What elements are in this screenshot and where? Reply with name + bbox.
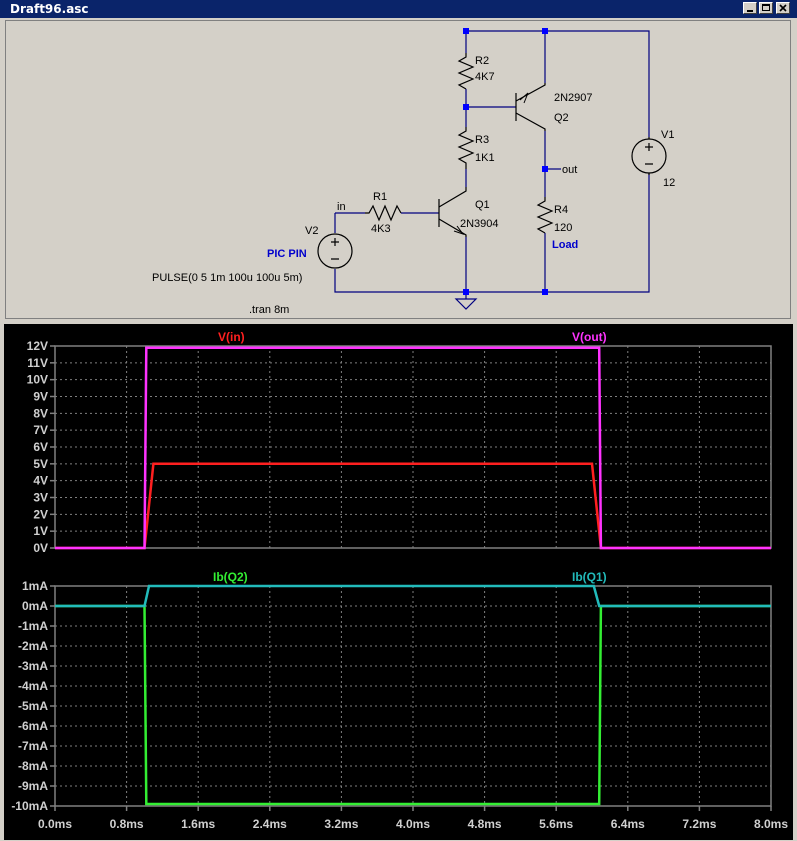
y-tick-label: 0mA [22,599,48,613]
schematic-pane[interactable]: R2 4K7 R3 1K1 R1 4K3 R4 120 Q1 2N3904 2N… [5,20,791,319]
y-tick-label: 12V [27,339,48,353]
y-tick-label: -8mA [18,759,48,773]
x-tick-label: 3.2ms [324,817,358,831]
node-in-label: in [337,201,346,213]
r1-ref-label: R1 [373,191,387,203]
y-tick-label: 9V [33,390,48,404]
y-tick-label: 1mA [22,579,48,593]
time-axis-labels: 0.0ms 0.8ms 1.6ms 2.4ms 3.2ms 4.0ms 4.8ms 5.6ms… [38,806,788,831]
waveform-canvas[interactable]: 12V 11V 10V 9V 8V 7V 6V 5V 4V 3V 2V 1V 0V 1mA 0mA -1mA… [4,324,793,840]
x-tick-label: 5.6ms [539,817,573,831]
y-tick-label: 5V [33,457,48,471]
y-tick-label: 7V [33,423,48,437]
y-tick-label: 2V [33,507,48,521]
minimize-icon [747,10,753,12]
trace-v-out[interactable] [55,346,771,550]
y-tick-label: -7mA [18,739,48,753]
pic-pin-note: PIC PIN [267,248,307,260]
node-out-label: out [562,164,577,176]
q2-model-label: 2N2907 [554,92,593,104]
r1-value-label: 4K3 [371,223,391,235]
y-tick-label: -10mA [11,799,48,813]
r2-ref-label: R2 [475,55,489,67]
load-note: Load [552,239,578,251]
x-tick-label: 0.8ms [110,817,144,831]
resistor-r3[interactable] [457,127,475,169]
y-tick-label: 3V [33,491,48,505]
legend-v-out[interactable]: V(out) [572,330,607,344]
legend-ib-q1[interactable]: Ib(Q1) [572,570,607,584]
v1-ref-label: V1 [661,129,674,141]
y-tick-label: 4V [33,474,48,488]
transistor-q2[interactable] [515,83,546,131]
voltage-axis-labels: 12V 11V 10V 9V 8V 7V 6V 5V 4V 3V 2V 1V 0V [27,339,48,555]
v1-value-label: 12 [663,177,675,189]
v2-pulse-label: PULSE(0 5 1m 100u 100u 5m) [152,272,302,284]
y-tick-label: -6mA [18,719,48,733]
x-tick-label: 1.6ms [181,817,215,831]
voltage-source-v2[interactable] [317,233,353,269]
voltage-traces [55,346,771,550]
y-tick-label: -9mA [18,779,48,793]
schematic-canvas[interactable]: R2 4K7 R3 1K1 R1 4K3 R4 120 Q1 2N3904 2N… [6,21,792,320]
current-plot-grid [50,585,772,807]
current-axis-labels: 1mA 0mA -1mA -2mA -3mA -4mA -5mA -6mA -7mA -8mA -9… [11,579,48,813]
y-tick-label: -1mA [18,619,48,633]
y-tick-label: 8V [33,406,48,420]
current-traces [55,584,771,806]
waveform-pane[interactable]: 12V 11V 10V 9V 8V 7V 6V 5V 4V 3V 2V 1V 0V 1mA 0mA -1mA… [4,324,793,840]
y-tick-label: -5mA [18,699,48,713]
voltage-source-v1[interactable] [631,137,667,175]
r4-value-label: 120 [554,222,572,234]
junctions [463,28,548,295]
y-tick-label: -2mA [18,639,48,653]
r2-value-label: 4K7 [475,71,495,83]
wires [334,30,650,299]
legend-v-in[interactable]: V(in) [218,330,245,344]
x-tick-label: 6.4ms [611,817,645,831]
y-tick-label: -3mA [18,659,48,673]
minimize-button[interactable] [743,2,757,14]
voltage-plot-grid [50,345,772,549]
maximize-icon [762,4,770,11]
y-tick-label: 11V [27,356,48,370]
q1-model-label: 2N3904 [460,218,499,230]
close-icon [779,4,787,12]
x-tick-label: 8.0ms [754,817,788,831]
y-tick-label: -4mA [18,679,48,693]
y-tick-label: 6V [33,440,48,454]
q1-ref-label: Q1 [475,199,490,211]
legend-ib-q2[interactable]: Ib(Q2) [213,570,248,584]
y-tick-label: 0V [33,541,48,555]
r3-ref-label: R3 [475,134,489,146]
q2-ref-label: Q2 [554,112,569,124]
resistor-r2[interactable] [457,53,475,90]
y-tick-label: 10V [27,373,48,387]
x-tick-label: 4.8ms [468,817,502,831]
window-title: Draft96.asc [10,2,89,16]
transistor-q1[interactable] [438,187,467,237]
maximize-button[interactable] [759,2,773,14]
x-tick-label: 7.2ms [682,817,716,831]
window-titlebar: Draft96.asc [0,0,797,18]
y-tick-label: 1V [33,524,48,538]
v2-ref-label: V2 [305,225,318,237]
tran-directive: .tran 8m [249,304,289,316]
r4-ref-label: R4 [554,204,568,216]
resistor-r4[interactable] [536,197,554,234]
x-tick-label: 0.0ms [38,817,72,831]
ground-icon [454,298,478,310]
resistor-r1[interactable] [365,204,402,222]
x-tick-label: 2.4ms [253,817,287,831]
r3-value-label: 1K1 [475,152,495,164]
trace-ib-q1[interactable] [55,584,771,608]
close-button[interactable] [776,2,790,14]
trace-ib-q2[interactable] [55,604,771,806]
x-tick-label: 4.0ms [396,817,430,831]
